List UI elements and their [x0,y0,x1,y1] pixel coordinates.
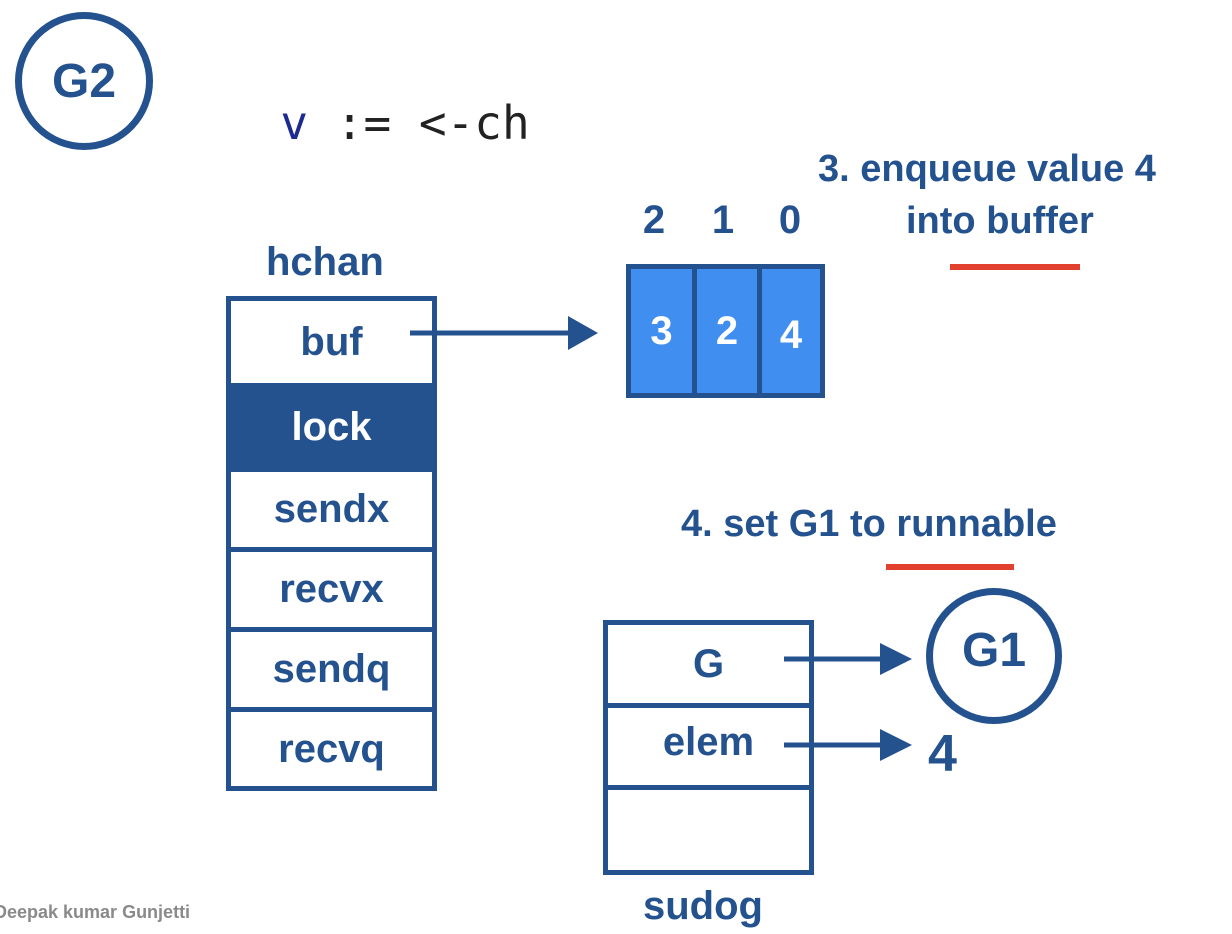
buf-to-buffer-arrow-head [568,316,598,350]
step3-line1: 3. enqueue value 4 [818,148,1156,190]
footer-credit: Deepak kumar Gunjetti [0,902,191,922]
g1-label: G1 [961,623,1027,677]
sudog-field-elem: elem [608,703,809,785]
hchan-field-sendx: sendx [231,467,432,547]
g1-goroutine-circle: G1 [926,588,1062,724]
g2-label: G2 [51,54,117,108]
elem-to-value-arrow-head [880,729,912,761]
step3-line2: into buffer [906,200,1094,242]
sudog-field-g: G [692,641,725,686]
buffer-index-2: 2 [642,198,666,242]
buffer-slot-1: 2 [697,269,757,393]
hchan-field-recvx: recvx [231,547,432,627]
sudog-struct: G elem [603,620,814,875]
hchan-field-lock: lock [231,383,432,467]
buffer-slot-0: 4 [762,269,820,393]
code-statement: v := <-ch [225,42,530,150]
step4-underline [886,564,1014,570]
code-receive: := <-ch [308,96,530,150]
hchan-field-sendq: sendq [231,627,432,707]
elem-value: 4 [928,725,957,783]
buffer-index-0: 0 [778,198,802,242]
buffer-array: 3 2 4 [626,264,825,398]
step4-text: 4. set G1 to runnable [681,503,1057,545]
code-variable: v [280,96,309,150]
hchan-struct: buf lock sendx recvx sendq recvq [226,296,437,791]
sudog-title: sudog [643,884,763,928]
sudog-field-empty [608,785,809,870]
buffer-index-1: 1 [711,198,735,242]
buffer-slot-2: 3 [631,269,692,393]
hchan-title: hchan [266,240,384,284]
hchan-field-buf: buf [300,319,363,364]
hchan-field-recvq: recvq [231,707,432,786]
g-to-g1-arrow-head [880,643,912,675]
g2-goroutine-circle: G2 [15,12,153,150]
step3-underline [950,264,1080,270]
